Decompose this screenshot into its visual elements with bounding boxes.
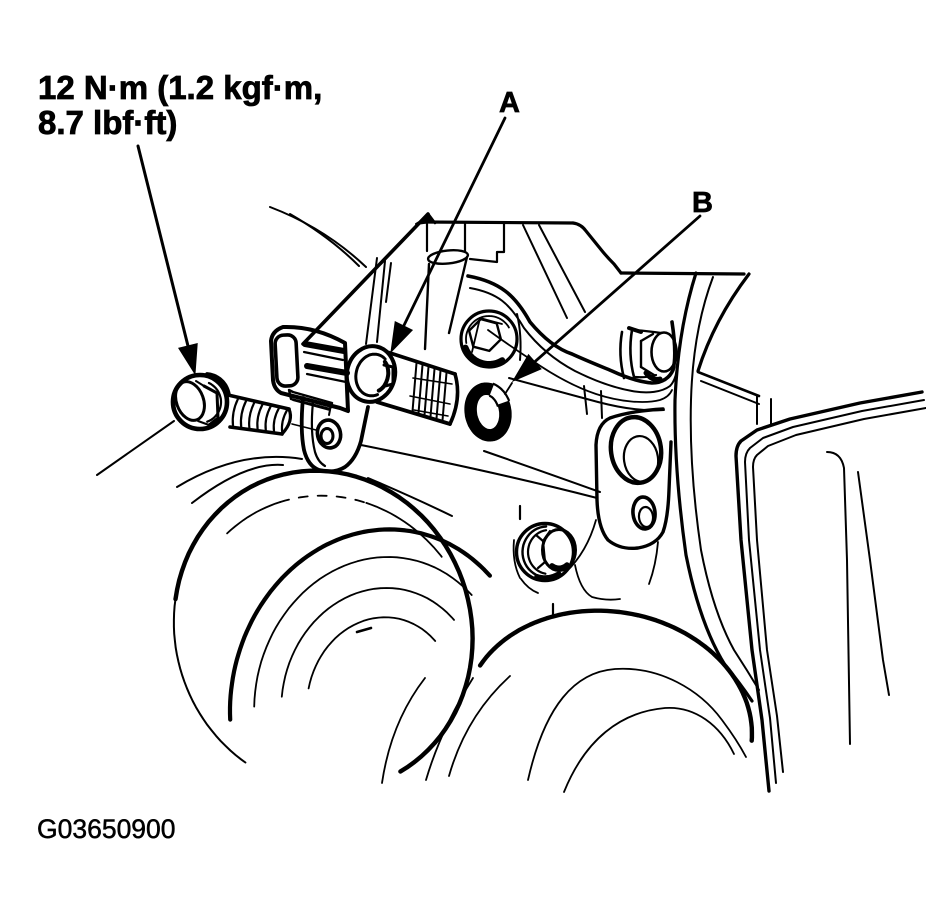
svg-text:G03650900: G03650900: [37, 814, 176, 844]
svg-text:A: A: [499, 87, 520, 119]
svg-text:8.7 lbf·ft): 8.7 lbf·ft): [38, 104, 177, 141]
svg-text:12 N·m (1.2 kgf·m,: 12 N·m (1.2 kgf·m,: [38, 69, 322, 106]
svg-text:B: B: [692, 187, 713, 219]
